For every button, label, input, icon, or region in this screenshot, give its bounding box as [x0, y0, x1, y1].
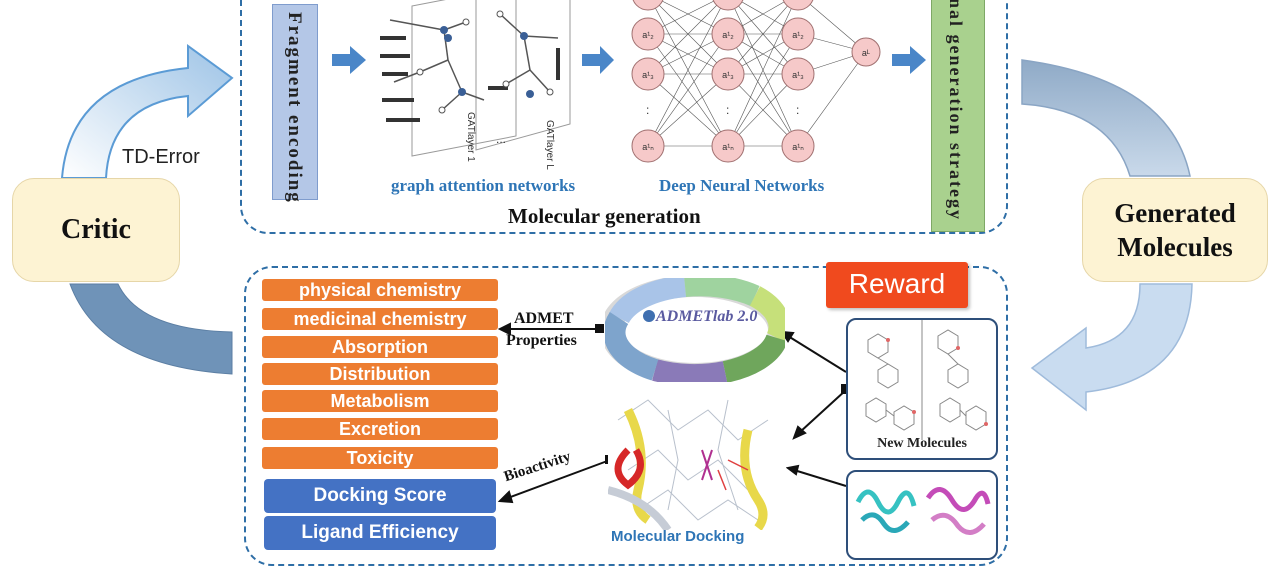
property-metabolism: Metabolism	[262, 390, 498, 412]
target-protein-images	[855, 487, 991, 535]
molecules-to-reward-arrow	[1030, 283, 1193, 412]
target-panel	[846, 470, 998, 560]
bioactivity-connector	[507, 459, 611, 499]
dnn-node	[631, 57, 665, 91]
molecular-generation-title: Molecular generation	[508, 204, 701, 228]
gat-schematic	[380, 0, 571, 157]
td-error-label: TD-Error	[122, 146, 200, 168]
docking-image	[608, 390, 786, 530]
critic-box: Critic	[12, 178, 180, 282]
dnn-output-node	[851, 37, 881, 67]
ligand-efficiency-pill: Ligand Efficiency	[264, 516, 496, 550]
dnn-node	[781, 57, 815, 91]
gat-label: graph attention networks	[391, 176, 576, 195]
arrow-gat-to-dnn	[582, 46, 614, 74]
docking-helix-red	[614, 447, 644, 490]
property-absorption: Absorption	[262, 336, 498, 358]
new-molecules-panel: New Molecules	[846, 318, 998, 460]
dnn-node-label: a¹ₙ	[792, 142, 804, 152]
generation-strategy-box	[931, 0, 985, 232]
dnn-node-label: a¹₃	[792, 70, 804, 80]
fragment-encoding-label: Fragment encoding	[284, 12, 305, 204]
dnn-ellipsis: :	[796, 103, 799, 117]
arrow-dnn-to-strategy	[892, 46, 926, 74]
reward-label: Reward	[848, 268, 946, 299]
dnn-node-label: a¹₂	[722, 30, 734, 40]
property-excretion: Excretion	[262, 418, 498, 440]
target-to-docking-connector	[793, 469, 847, 487]
property-toxicity: Toxicity	[262, 447, 498, 469]
dnn-node	[632, 0, 664, 11]
admetlab-logo-text: ADMETlab 2.0	[656, 308, 758, 325]
molecules-to-admet-connector	[787, 335, 847, 373]
admet-label-1: ADMET	[514, 310, 574, 327]
generated-molecules-label: Generated Molecules	[1114, 198, 1236, 262]
property-medicinal-chemistry: medicinal chemistry	[262, 308, 498, 330]
generation-to-molecules-arrow	[1021, 59, 1191, 177]
gat-layer-l-label: GATlayer L	[544, 120, 555, 170]
dnn-node	[711, 17, 745, 51]
dnn-node-label: a¹ₙ	[642, 142, 654, 152]
dnn-node	[781, 129, 815, 163]
docking-score-pill: Docking Score	[264, 479, 496, 513]
dnn-node	[782, 0, 814, 11]
dnn-schematic: a¹₂a¹₂a¹₃:a¹ₙa¹₂a¹₂a¹₃:a¹ₙa¹₂a¹₂a¹₃:a¹ₙa…	[631, 0, 881, 163]
dnn-label: Deep Neural Networks	[659, 176, 825, 195]
dnn-ellipsis: :	[646, 103, 649, 117]
docking-helix-yellow-1	[623, 407, 651, 524]
dnn-node	[712, 0, 744, 11]
dnn-node-label: a¹₂	[642, 30, 654, 40]
gat-layer-1-label: GATlayer 1	[465, 112, 476, 162]
critic-to-generation-arrow	[60, 44, 234, 179]
admet-label-2: Properties	[506, 332, 577, 349]
molecules-to-docking-connector	[799, 389, 847, 433]
cycle-arrows	[60, 44, 1193, 412]
dnn-node	[631, 17, 665, 51]
new-molecules-structures	[865, 320, 988, 440]
property-distribution: Distribution	[262, 363, 498, 385]
reward-connectors	[497, 322, 851, 504]
gat-dots-label: ...	[496, 132, 507, 146]
fragment-encoding-box	[272, 4, 318, 200]
admetlab-ring	[605, 278, 785, 382]
property-physical-chemistry: physical chemistry	[262, 279, 498, 301]
reward-badge	[826, 262, 968, 308]
molecular-generation-box	[240, 0, 1008, 234]
docking-helix-yellow-2	[740, 428, 768, 530]
blue-flow-arrows	[332, 46, 926, 74]
molecular-docking-label: Molecular Docking	[611, 528, 745, 545]
dnn-node	[781, 17, 815, 51]
dnn-node-label: a¹₃	[642, 70, 654, 80]
dnn-output-label: aᴸ	[862, 48, 870, 58]
dnn-node	[711, 57, 745, 91]
dnn-node-label: a¹₂	[792, 30, 804, 40]
reward-to-critic-arrow	[69, 283, 233, 375]
dnn-node	[711, 129, 745, 163]
dnn-node-label: a¹ₙ	[722, 142, 734, 152]
generation-strategy-label: nal generation strategy	[946, 0, 966, 221]
dnn-node-label: a¹₃	[722, 70, 734, 80]
generated-molecules-box: Generated Molecules	[1082, 178, 1268, 282]
new-molecules-label: New Molecules	[877, 436, 967, 451]
critic-label: Critic	[61, 214, 131, 245]
dnn-node	[631, 129, 665, 163]
dnn-ellipsis: :	[726, 103, 729, 117]
arrow-fragment-to-gat	[332, 46, 366, 74]
